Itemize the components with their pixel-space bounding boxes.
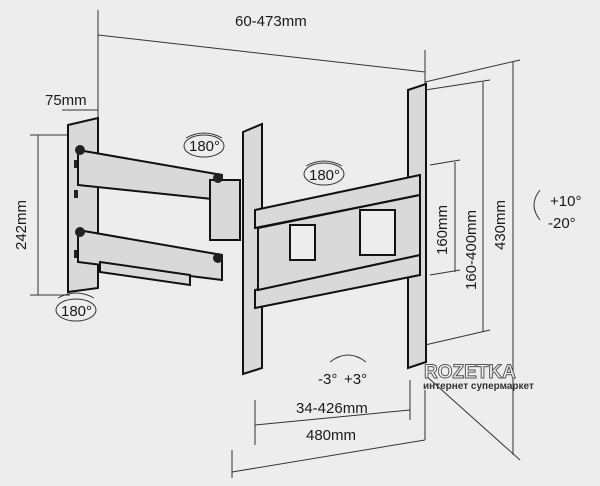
swivel-arm-label: 180° [309, 167, 340, 184]
tilt-down-label: -20° [548, 215, 576, 232]
plate-height-label: 430mm [492, 200, 509, 250]
dimension-lines [30, 10, 521, 478]
watermark-brand: ROZETKA [424, 362, 516, 383]
tilt-up-label: +10° [550, 193, 581, 210]
tv-plate [242, 82, 427, 376]
swivel-bottom-label: 180° [61, 303, 92, 320]
swivel-wall-label: 180° [189, 138, 220, 155]
vesa-vertical-range-label: 160-400mm [463, 210, 480, 290]
wall-plate-width-label: 75mm [45, 92, 87, 109]
wall-plate-height-label: 242mm [13, 200, 30, 250]
plate-width-label: 480mm [306, 427, 356, 444]
swing-arms [75, 145, 241, 287]
rotation-left-label: -3° [318, 371, 337, 388]
vesa-vertical-min-label: 160mm [434, 205, 451, 255]
rotation-arrows [55, 132, 541, 363]
arm-extension-label: 60-473mm [235, 13, 307, 30]
wall-plate [67, 116, 99, 294]
watermark-tagline: интернет супермаркет [423, 381, 534, 392]
rotation-right-label: +3° [344, 371, 367, 388]
vesa-horizontal-range-label: 34-426mm [296, 400, 368, 417]
